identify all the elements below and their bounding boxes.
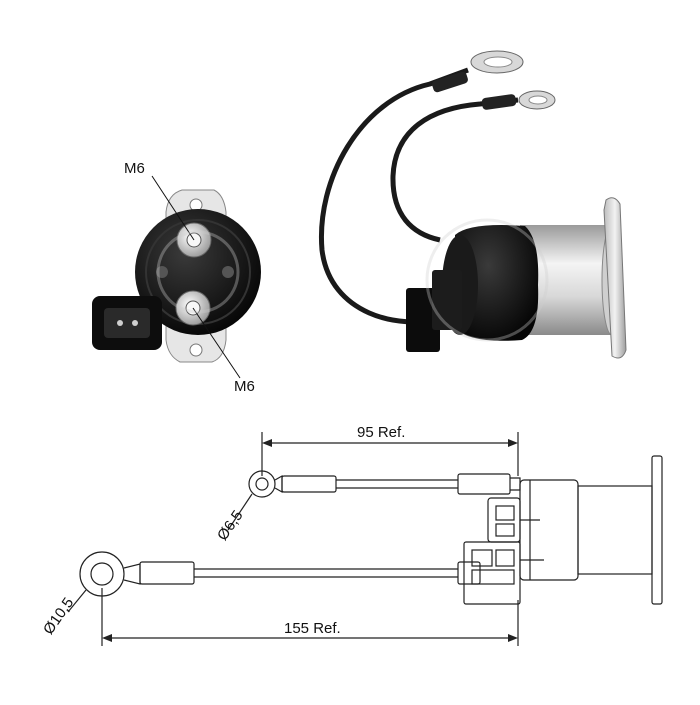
- dim-label-155: 155 Ref.: [284, 620, 341, 637]
- watermark: [156, 218, 549, 342]
- short-cable-sleeve: [481, 94, 517, 110]
- leader-thread-bottom: [192, 307, 241, 379]
- dimension-line-95: [262, 439, 518, 447]
- leader-thread-top: [151, 175, 195, 241]
- end-view-connector: [92, 296, 162, 350]
- side-drawing: [67, 432, 663, 646]
- dimension-line-155: [102, 634, 518, 642]
- small-terminal-left: [156, 266, 168, 278]
- side-solenoid-body: [463, 455, 663, 605]
- thread-label-bottom: M6: [234, 378, 255, 395]
- perspective-view: [318, 50, 627, 359]
- long-cable-sleeve: [432, 71, 468, 93]
- small-terminal-right: [222, 266, 234, 278]
- thread-label-top: M6: [124, 160, 145, 177]
- side-short-cable: [227, 470, 521, 531]
- dim-label-95: 95 Ref.: [357, 424, 406, 441]
- end-view: [92, 175, 261, 379]
- perspective-connector: [406, 270, 462, 352]
- flange-hole-bottom: [189, 343, 203, 357]
- long-cable-ring-lug: [470, 50, 524, 74]
- solenoid-cap: [455, 225, 539, 341]
- long-cable: [318, 67, 469, 325]
- solenoid-flange: [603, 197, 627, 359]
- short-cable: [390, 97, 519, 243]
- side-long-cable: [67, 551, 481, 613]
- end-view-body: [135, 209, 261, 335]
- short-cable-ring-lug: [518, 90, 556, 110]
